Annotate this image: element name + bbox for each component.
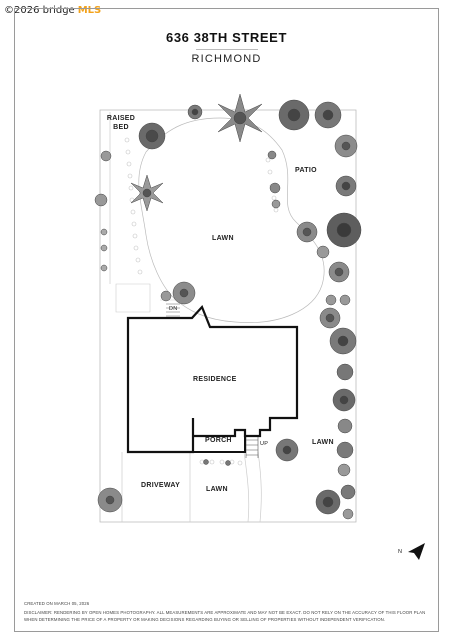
copyright-text: ©2026 bridge [4,4,75,16]
shrub-icon [342,508,354,520]
shrub-icon [138,122,166,150]
shrub-icon [328,261,350,283]
created-date: CREATED ON MARCH 05, 2026 [24,601,90,606]
shrub-icon [337,418,353,434]
shrub-icon [100,264,108,272]
shrub-icon [332,388,356,412]
fence-line [115,283,151,313]
shrub-icon [275,438,299,462]
shrub-icon [187,104,203,120]
shrub-icon [336,363,354,381]
porch-label: PORCH [205,437,232,444]
lot-boundary [99,109,357,523]
shrub-icon [100,228,108,236]
shrub-icon [337,463,351,477]
mls-watermark: ©2026 bridge MLS [4,3,101,17]
walkway-edge [257,451,262,523]
shrub-icon [100,150,112,162]
shrub-icon [225,460,231,466]
shrub-icon [100,244,108,252]
shrub-icon [269,182,281,194]
shrub-icon [325,294,337,306]
page-subtitle: RICHMOND [191,53,262,65]
mls-logo: MLS [77,4,102,16]
shrub-icon [326,212,362,248]
shrub-icon [267,150,277,160]
shrub-icon [335,175,357,197]
title-divider [196,49,258,50]
shrub-icon [160,290,172,302]
disclaimer-line-2: WHEN DETERMINING THE PRICE OF A PROPERTY… [24,617,386,622]
shrub-icon [278,99,310,131]
page-frame [14,8,439,632]
side-lawn-label: LAWN [312,439,334,446]
shrub-icon [316,245,330,259]
dn-label: DN [169,306,178,312]
porch-steps [245,436,259,458]
up-label: UP [260,441,269,447]
leafy-tree-icon [130,174,164,212]
plants [94,93,362,520]
walkway-edge [243,451,250,523]
shrub-icon [319,307,341,329]
shrub-icon [94,193,108,207]
porch-outline [192,418,246,453]
shrub-icon [271,199,281,209]
driveway-label: DRIVEWAY [141,482,181,489]
stepping-stones [124,137,279,466]
compass-label: N [398,549,403,555]
shrub-icon [339,294,351,306]
shrub-icon [203,459,209,465]
shrub-icon [315,489,341,515]
page-title: 636 38TH STREET [166,30,287,45]
shrub-icon [97,487,123,513]
disclaimer-line-1: DISCLAIMER: RENDERING BY OPEN HOMES PHOT… [24,610,426,615]
shrub-icon [296,221,318,243]
shrub-icon [314,101,342,129]
shrub-icon [340,484,356,500]
shrub-icon [334,134,358,158]
raised-bed-label: RAISED BED [106,115,136,131]
shrub-icon [172,281,196,305]
front-lawn-label: LAWN [206,486,228,493]
large-leafy-tree-icon [217,93,263,143]
residence-label: RESIDENCE [193,376,237,383]
back-lawn-label: LAWN [212,235,234,242]
shrub-icon [329,327,357,355]
shrub-icon [336,441,354,459]
patio-label: PATIO [295,167,317,174]
compass-icon [408,543,425,560]
dn-steps [166,303,180,317]
